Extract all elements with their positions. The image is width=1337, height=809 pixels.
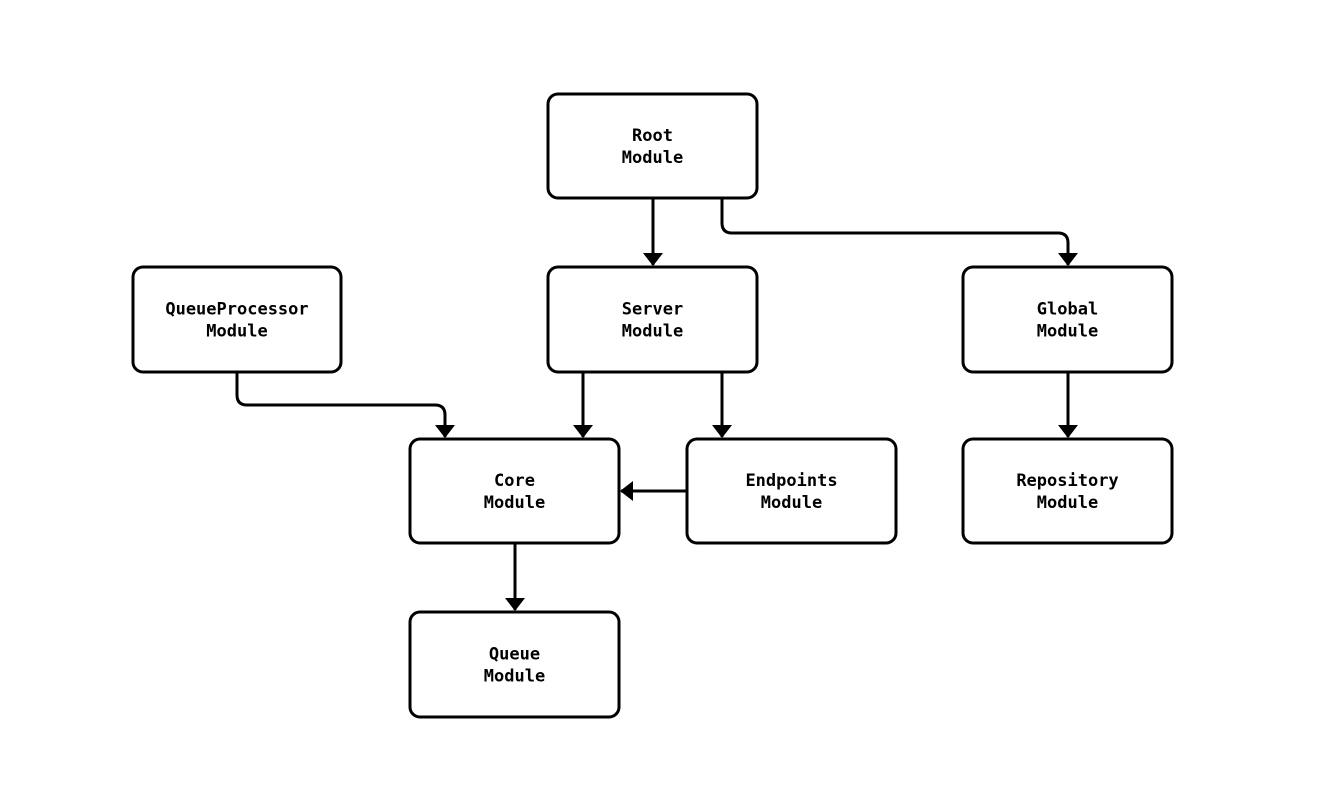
node-root-module-box xyxy=(546,92,759,200)
node-endpoints-module-box xyxy=(685,437,898,545)
node-queue-module-box xyxy=(408,610,621,719)
edges-layer xyxy=(235,198,1078,611)
node-queueprocessor-module-box xyxy=(131,265,343,374)
node-core-module-box xyxy=(408,437,621,545)
node-global-module-box xyxy=(961,265,1174,374)
edge-queueprocessor-module-to-core-module xyxy=(235,372,455,438)
edge-root-module-to-global-module xyxy=(720,198,1078,266)
node-repository-module-box xyxy=(961,437,1174,545)
node-server-module-box xyxy=(546,265,759,374)
